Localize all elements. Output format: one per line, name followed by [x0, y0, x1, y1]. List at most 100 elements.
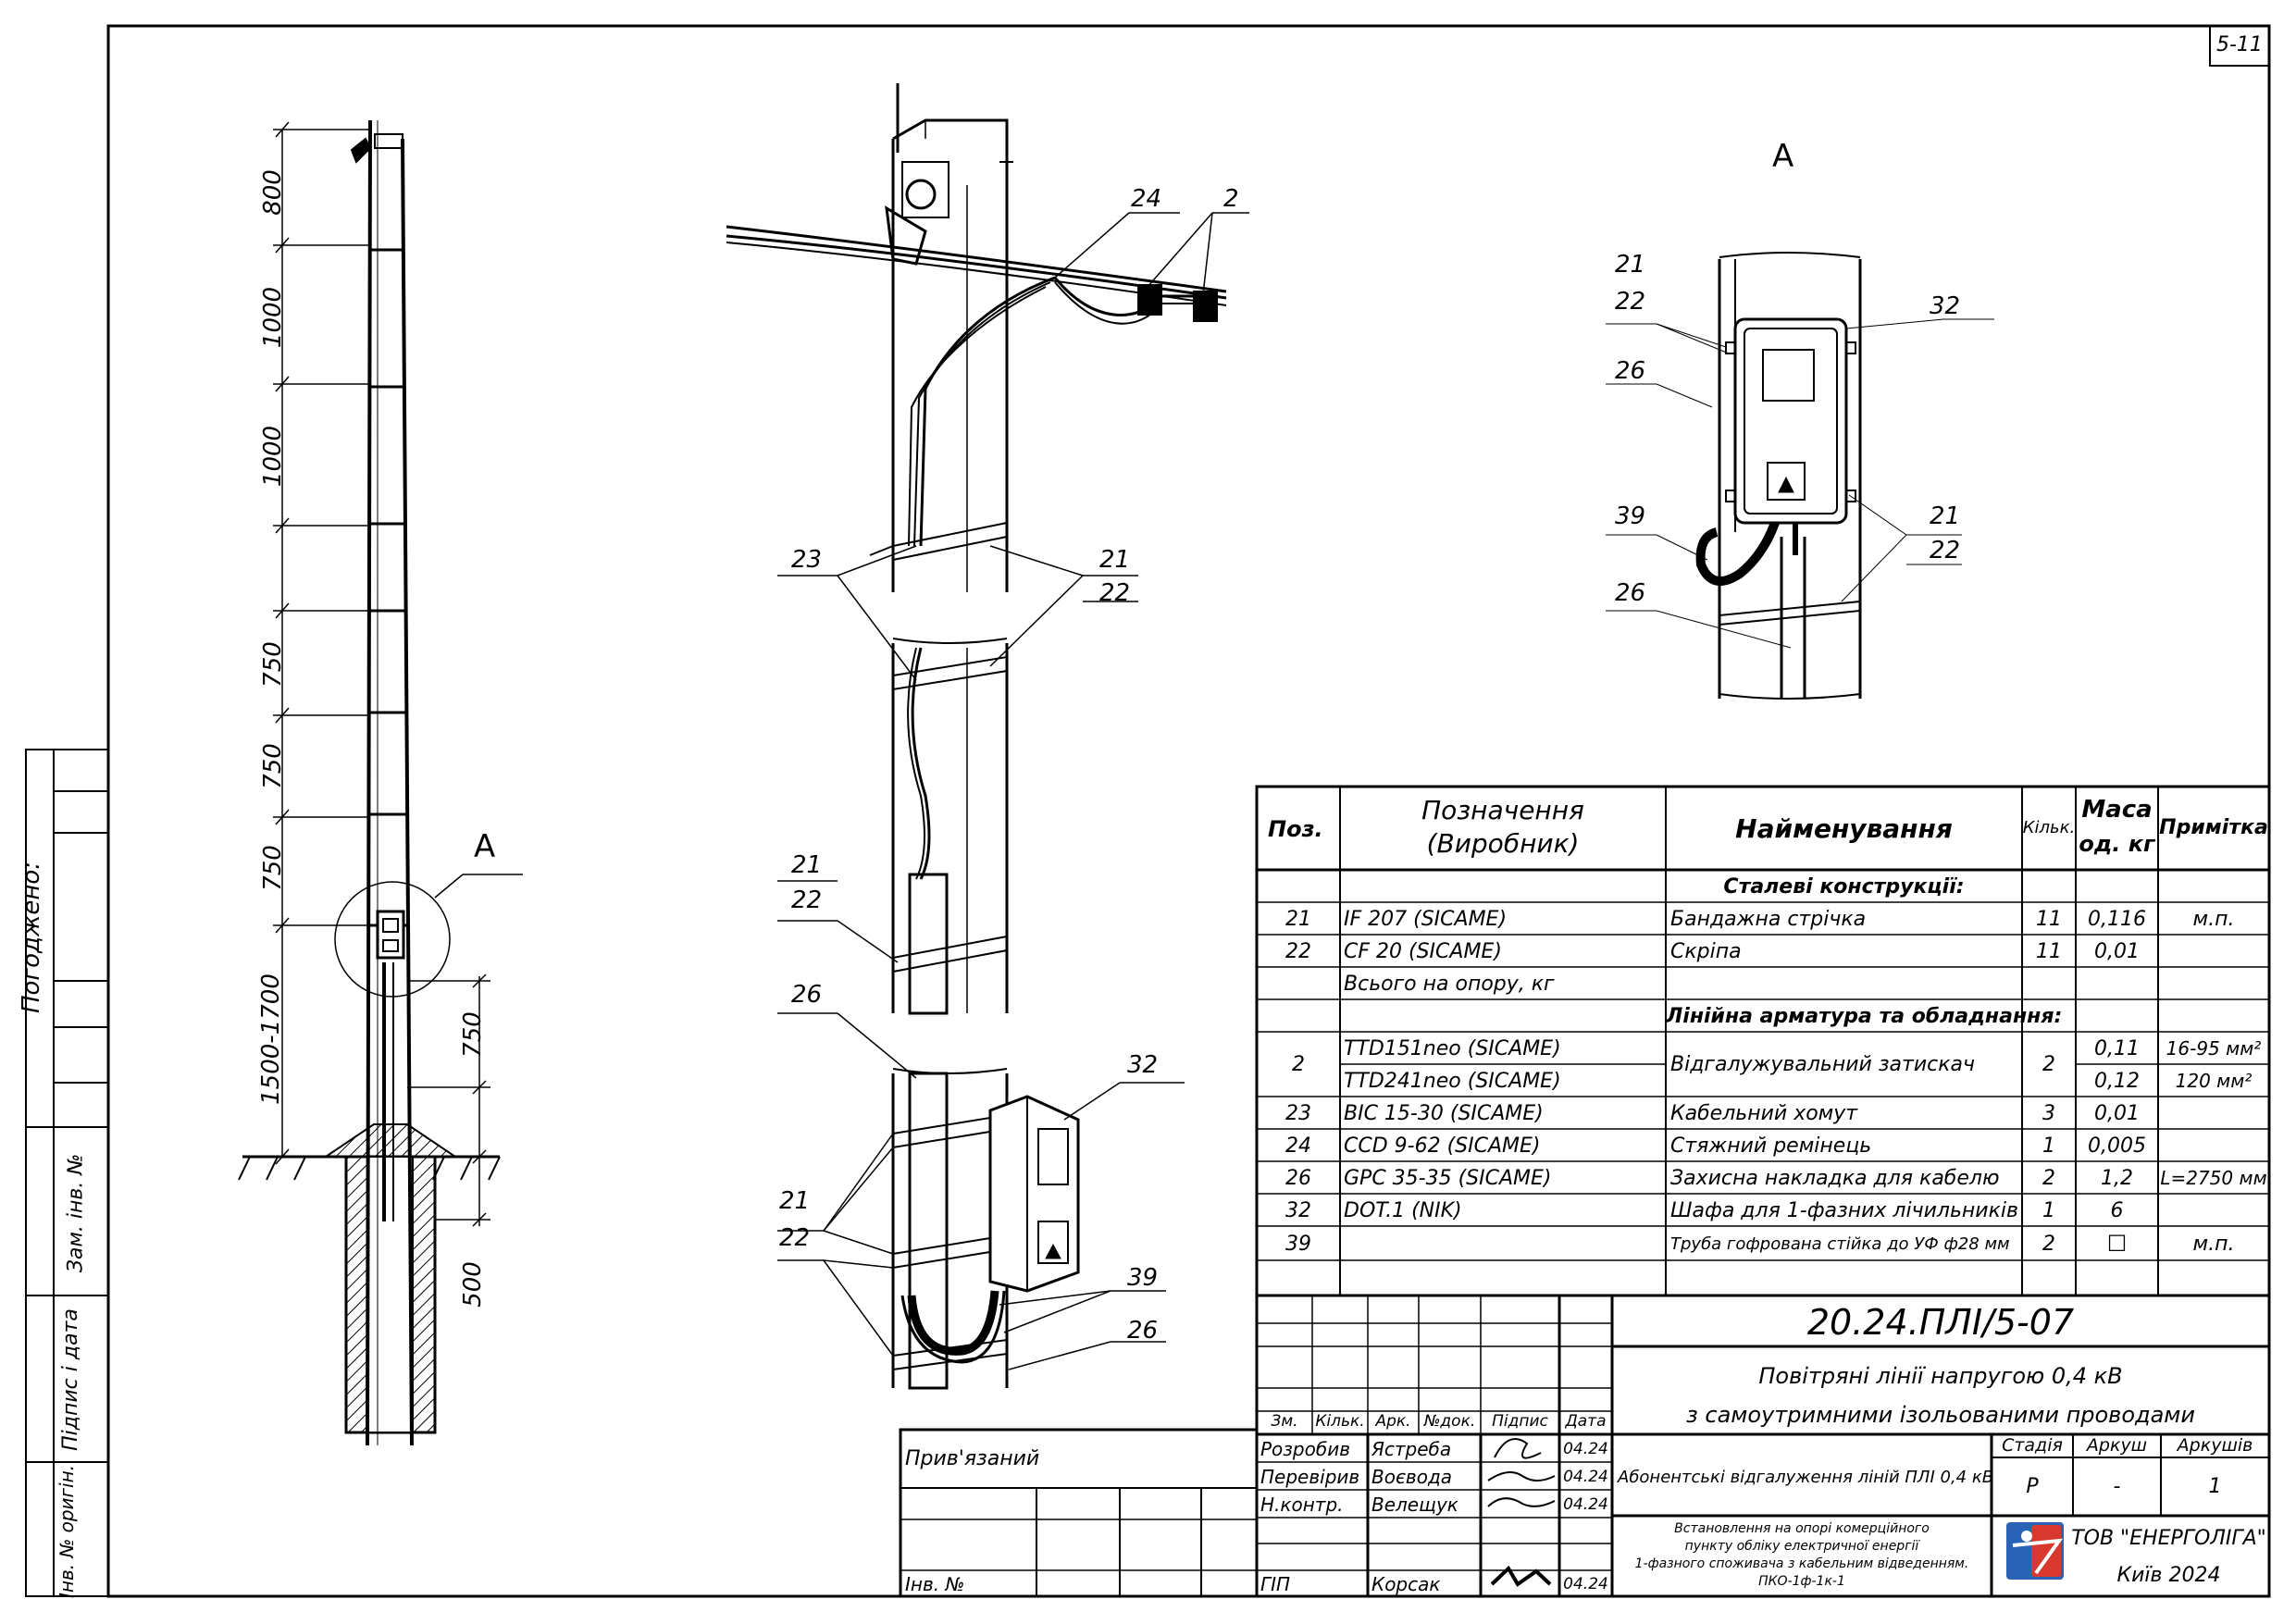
spec-row-mass: 0,116: [2088, 908, 2146, 931]
section-title: Абонентські відгалуження ліній ПЛІ 0,4 к…: [1618, 1468, 1994, 1487]
spec-row-qty: 2: [2042, 1233, 2055, 1256]
spec-row-pos: 39: [1285, 1233, 1311, 1256]
sheet-desc-1: Встановлення на опорі комерційного: [1674, 1521, 1930, 1536]
spec-header-designation-2: (Виробник): [1426, 828, 1580, 859]
detail-callout-22-a: 22: [1615, 288, 1646, 316]
signature-marks: [1487, 1438, 1556, 1587]
spec-row-qty: 11: [2036, 940, 2062, 963]
callout-22-c: 22: [779, 1224, 811, 1252]
spec-header-name: Найменування: [1735, 813, 1953, 844]
spec-row-pos: 23: [1285, 1102, 1311, 1125]
dim-1000-a: 1000: [259, 286, 288, 349]
callout-22-a: 22: [1099, 579, 1131, 607]
spec-row-note: м.п.: [2192, 1233, 2235, 1256]
role-checker: Перевірив: [1260, 1466, 1360, 1488]
spec-group-line: Лінійна арматура та обладнання:: [1666, 1005, 2063, 1028]
view-a-marker: A: [474, 828, 496, 865]
callout-26-b: 26: [1127, 1317, 1159, 1345]
spec-total-row: Всього на опору, кг: [1344, 973, 1555, 996]
pole-detail-bottom: [891, 1068, 1080, 1390]
spec-row-name: Кабельний хомут: [1670, 1102, 1858, 1125]
attached-label: Прив'язаний: [905, 1447, 1040, 1470]
dim-1000-b: 1000: [259, 425, 288, 488]
stage-label: Стадія: [2002, 1435, 2063, 1456]
detail-callout-39: 39: [1615, 502, 1646, 530]
spec-row-qty: 1: [2042, 1134, 2055, 1158]
detail-view-title: A: [1772, 138, 1794, 175]
callout-21-b: 21: [791, 851, 823, 879]
leaders-middle: [777, 212, 1249, 1370]
detail-callout-32: 32: [1930, 292, 1961, 320]
spec-row-mass: 0,01: [2094, 940, 2140, 963]
sheet-label: Аркуш: [2086, 1435, 2148, 1456]
spec-header-designation-1: Позначення: [1421, 795, 1584, 825]
col-header-signature: Підпис: [1492, 1412, 1548, 1431]
detail-callout-21-a: 21: [1615, 251, 1646, 279]
name-developer: Ястреба: [1371, 1438, 1452, 1460]
spec-header-note: Примітка: [2159, 816, 2268, 839]
name-gip: Корсак: [1371, 1573, 1441, 1595]
detail-callout-26-b: 26: [1615, 579, 1646, 607]
spec-row-name: Бандажна стрічка: [1670, 908, 1867, 931]
company-city-year: Київ 2024: [2116, 1564, 2221, 1587]
side-label-replace-inv: Зам. інв. №: [64, 1153, 88, 1273]
spec-row-note: L=2750 мм: [2160, 1167, 2267, 1189]
sheet-code-box: [2209, 25, 2270, 67]
spec-row-mass: 0,01: [2094, 1102, 2140, 1125]
spec-row-designation-2: TTD241neo (SICAME): [1344, 1070, 1561, 1093]
name-norm-control: Велещук: [1371, 1494, 1458, 1516]
spec-row-mass: 1,2: [2101, 1167, 2133, 1190]
project-line-1: Повітряні лінії напругою 0,4 кВ: [1758, 1363, 2123, 1389]
project-line-2: з самоутримними ізольованими проводами: [1685, 1402, 2196, 1428]
spec-row-name: Стяжний ремінець: [1670, 1134, 1872, 1158]
pole-detail-top: [726, 83, 1227, 592]
spec-row-pos: 21: [1285, 908, 1311, 931]
date-norm-control: 04.24: [1563, 1495, 1608, 1514]
callout-39-a: 39: [1127, 1264, 1159, 1292]
spec-row-pos: 2: [1292, 1053, 1305, 1076]
spec-row-designation: CCD 9-62 (SICAME): [1344, 1134, 1541, 1158]
spec-row-mass: 0,005: [2088, 1134, 2146, 1158]
spec-row-qty: 2: [2042, 1053, 2055, 1076]
callout-26-a: 26: [791, 981, 823, 1009]
title-block-grid: [899, 1294, 2271, 1598]
spec-header-mass-2: од. кг: [2079, 831, 2155, 857]
role-norm-control: Н.контр.: [1260, 1494, 1344, 1516]
col-header-qty: Кільк.: [1315, 1412, 1365, 1431]
date-gip: 04.24: [1563, 1575, 1608, 1593]
detail-callout-21-b: 21: [1930, 502, 1961, 530]
spec-row-name: Труба гофрована стійка до УФ ф28 мм: [1670, 1234, 2010, 1254]
callout-21-c: 21: [779, 1187, 811, 1215]
company-logo: [2006, 1522, 2064, 1580]
detail-view-a: [1606, 252, 1994, 700]
detail-callout-26-a: 26: [1615, 357, 1646, 385]
sheet-code: 5-11: [2216, 33, 2263, 56]
spec-row-designation: BIC 15-30 (SICAME): [1344, 1102, 1544, 1125]
spec-row-note: 16-95 мм²: [2166, 1037, 2262, 1060]
spec-row-mass: 0,11: [2094, 1037, 2140, 1060]
dim-500: 500: [458, 1261, 487, 1308]
spec-row-designation: IF 207 (SICAME): [1344, 908, 1508, 931]
callout-22-b: 22: [791, 886, 823, 914]
pole-detail-middle: [891, 638, 1009, 1015]
stage-value: Р: [2026, 1475, 2039, 1498]
spec-row-pos: 32: [1285, 1199, 1311, 1222]
side-agreed-label: Погоджено:: [18, 861, 46, 1014]
sheets-label: Аркушів: [2177, 1435, 2253, 1456]
callout-21-a: 21: [1099, 546, 1131, 574]
pole-elevation: [238, 119, 523, 1446]
spec-row-pos: 22: [1285, 940, 1311, 963]
name-checker: Воєвода: [1371, 1466, 1453, 1488]
spec-header-qty: Кільк.: [2022, 818, 2076, 837]
dim-750-c: 750: [258, 845, 287, 891]
col-header-sheet: Арк.: [1375, 1412, 1411, 1431]
spec-row-qty: 2: [2042, 1167, 2055, 1190]
col-header-change: Зм.: [1271, 1412, 1298, 1431]
spec-row-qty: 11: [2036, 908, 2062, 931]
dim-750-b: 750: [258, 743, 287, 789]
spec-row-designation: TTD151neo (SICAME): [1344, 1037, 1561, 1060]
spec-header-pos: Поз.: [1268, 816, 1323, 842]
spec-row-name: Відгалужувальний затискач: [1670, 1053, 1975, 1076]
spec-row-designation: GPC 35-35 (SICAME): [1344, 1167, 1552, 1190]
